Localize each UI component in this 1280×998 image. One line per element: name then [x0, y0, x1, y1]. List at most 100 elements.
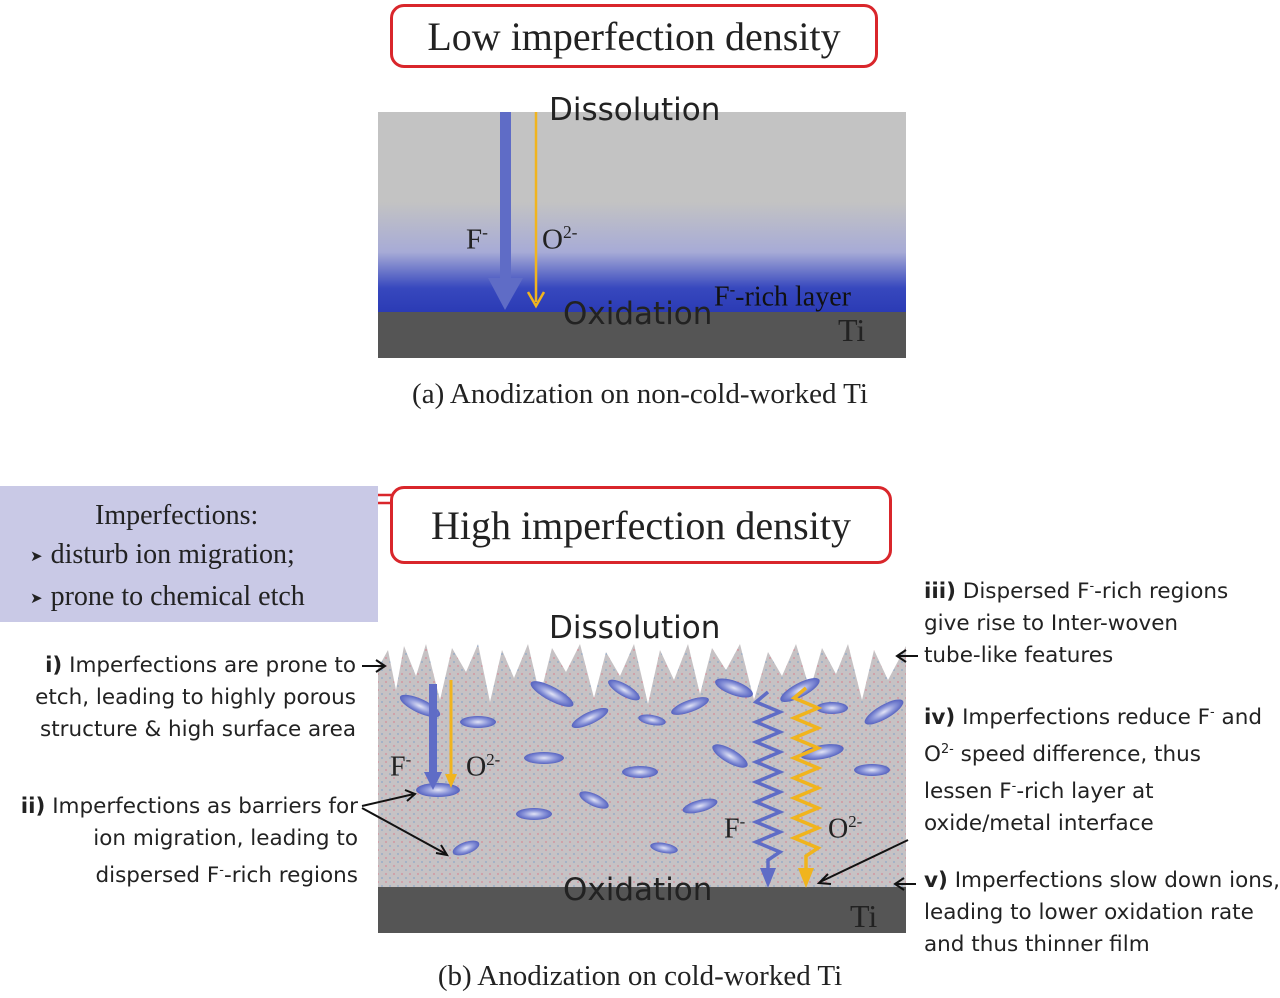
annotation-iii-text-1a: Dispersed F: [962, 579, 1090, 605]
annotation-iv-text-3a: lessen F: [924, 779, 1012, 805]
panel-b-porous-top: [378, 642, 906, 704]
panel-b-title: High imperfection density: [390, 486, 892, 564]
panel-a-f-text: F: [466, 223, 483, 256]
panel-a-title-text: Low imperfection density: [427, 13, 841, 59]
imperfections-bullet-2: ➤ prone to chemical etch: [30, 577, 378, 619]
panel-a-caption: (a) Anodization on non-cold-worked Ti: [412, 378, 868, 410]
annotation-iv-line-4: oxide/metal interface: [924, 811, 1154, 837]
imperfections-box: Imperfections: ➤ disturb ion migration; ➤…: [0, 486, 378, 622]
panel-a-f-sup: -: [482, 222, 488, 242]
annotation-i-line-2: etch, leading to highly porous: [35, 685, 356, 710]
annotation-ii-line-1: ii) Imperfections as barriers for: [21, 791, 358, 823]
annotation-ii-text-3a: dispersed F: [95, 863, 220, 889]
panel-a-dissolution-label: Dissolution: [549, 92, 721, 128]
panel-a-o-label: O2-: [542, 222, 577, 257]
panel-b-f-arrow-wavy: [751, 690, 785, 888]
annotation-v-line-1: v) Imperfections slow down ions,: [924, 865, 1280, 897]
annotation-ii-text-1: Imperfections as barriers for: [52, 794, 358, 819]
annotation-i-line-1: i) Imperfections are prone to: [35, 650, 356, 682]
panel-b-o-text-right: O: [828, 813, 849, 845]
annotation-iv-text-1a: Imperfections reduce F: [962, 705, 1211, 731]
annotation-iv-line-1: iv) Imperfections reduce F- and: [924, 697, 1262, 734]
annotation-iii-sup: -: [1089, 579, 1095, 594]
annotation-ii-sup: -: [219, 863, 224, 878]
panel-a-o-sup: 2-: [562, 222, 578, 242]
annotation-iv-text-1b: and: [1214, 705, 1262, 731]
annotation-v: v) Imperfections slow down ions, leading…: [924, 865, 1280, 961]
panel-a-metal: [378, 312, 906, 358]
imperfections-bullet-2-text: prone to chemical etch: [50, 581, 305, 612]
panel-a-f-label: F-: [466, 222, 488, 257]
panel-a-metal-label: Ti: [838, 312, 866, 348]
annotation-iv-line-3: lessen F--rich layer at: [924, 771, 1262, 808]
panel-b-o-arrow-wavy: [789, 686, 823, 888]
panel-a-f-rich-sup: -: [729, 280, 736, 299]
annotation-iv-sup-1: -: [1210, 705, 1215, 720]
annotation-iii-num: iii): [924, 579, 956, 605]
annotation-ii-num: ii): [20, 794, 46, 819]
panel-b-o-sup-left: 2-: [486, 750, 501, 769]
panel-b-dissolution-label: Dissolution: [549, 610, 721, 646]
imperfections-bullet-1-text: disturb ion migration;: [50, 539, 295, 570]
panel-a-title: Low imperfection density: [390, 4, 878, 68]
annotation-ii-line-2: ion migration, leading to: [93, 826, 358, 851]
panel-b-f-text-right: F: [724, 813, 740, 845]
annotation-iii-line-3: tube-like features: [924, 643, 1114, 669]
annotation-ii-line-3: dispersed F--rich regions: [21, 855, 358, 892]
annotation-iii-line-1: iii) Dispersed F--rich regions: [924, 571, 1228, 608]
annotation-iv-text-2a: O: [924, 742, 941, 768]
panel-a-o-arrow: [526, 112, 546, 309]
panel-a-oxidation-label: Oxidation: [563, 296, 713, 332]
panel-b-o-sup-right: 2-: [848, 812, 863, 831]
panel-a-diagram: [378, 112, 906, 358]
panel-b-metal: [378, 887, 906, 933]
imperfection-ellipses: [399, 677, 904, 856]
annotation-iv-sup-2: 2-: [940, 742, 954, 758]
annotation-v-line-3: and thus thinner film: [924, 932, 1150, 957]
panel-b-f-sup-right: -: [739, 812, 746, 831]
panel-b-o-text-left: O: [466, 751, 487, 783]
annotation-iv-line-2: O2- speed difference, thus: [924, 734, 1262, 771]
annotation-iii-line-2: give rise to Inter-woven: [924, 611, 1179, 637]
annotation-ii: ii) Imperfections as barriers for ion mi…: [21, 791, 358, 892]
annotation-iv-sup-3: -: [1011, 779, 1017, 795]
panel-b-diagram: [378, 642, 906, 933]
imperfections-bullet-1: ➤ disturb ion migration;: [30, 535, 378, 577]
panel-a-f-rich-label: F--rich layer: [714, 280, 851, 313]
panel-b-f-label-right: F-: [724, 812, 745, 845]
panel-b-o-arrow-left: [445, 680, 457, 788]
annotation-iii-text-1b: -rich regions: [1094, 579, 1229, 605]
imperfections-heading: Imperfections:: [95, 500, 259, 531]
annotation-v-num: v): [924, 868, 948, 893]
panel-b-f-sup-left: -: [405, 750, 412, 769]
annotation-iv: iv) Imperfections reduce F- and O2- spee…: [924, 697, 1262, 840]
panel-b-oxidation-label: Oxidation: [563, 872, 713, 908]
annotation-v-line-2: leading to lower oxidation rate: [924, 900, 1254, 925]
panel-a-oxide: [378, 112, 906, 312]
annotation-i-text-1: Imperfections are prone to: [69, 653, 356, 678]
panel-b-o-label-left: O2-: [466, 750, 500, 783]
annotation-v-text-1: Imperfections slow down ions,: [954, 868, 1280, 893]
annotation-iii: iii) Dispersed F--rich regions give rise…: [924, 571, 1228, 672]
annotation-i-num: i): [45, 653, 63, 678]
panel-b-title-text: High imperfection density: [431, 502, 851, 548]
panel-b-metal-label: Ti: [850, 898, 878, 934]
annotation-iv-num: iv): [924, 705, 956, 731]
annotation-ii-text-3b: -rich regions: [223, 863, 358, 889]
panel-b-f-text-left: F: [390, 751, 406, 783]
annotation-pointers: [361, 649, 918, 891]
panel-a-f-arrow: [488, 112, 523, 310]
annotation-iv-text-2b: speed difference, thus: [953, 742, 1201, 768]
bullet-arrow-icon: ➤: [30, 591, 43, 607]
annotation-i-line-3: structure & high surface area: [40, 717, 356, 742]
bullet-arrow-icon: ➤: [30, 549, 43, 565]
annotation-i: i) Imperfections are prone to etch, lead…: [35, 650, 356, 746]
panel-b-o-label-right: O2-: [828, 812, 862, 845]
panel-a-f-rich-prefix: F: [714, 281, 730, 313]
panel-b-f-arrow-left: [424, 684, 442, 790]
panel-b-f-label-left: F-: [390, 750, 411, 783]
panel-a-o-text: O: [542, 223, 563, 256]
annotation-iv-text-3b: -rich layer at: [1016, 779, 1154, 805]
panel-a-f-rich-suffix: -rich layer: [735, 281, 851, 313]
